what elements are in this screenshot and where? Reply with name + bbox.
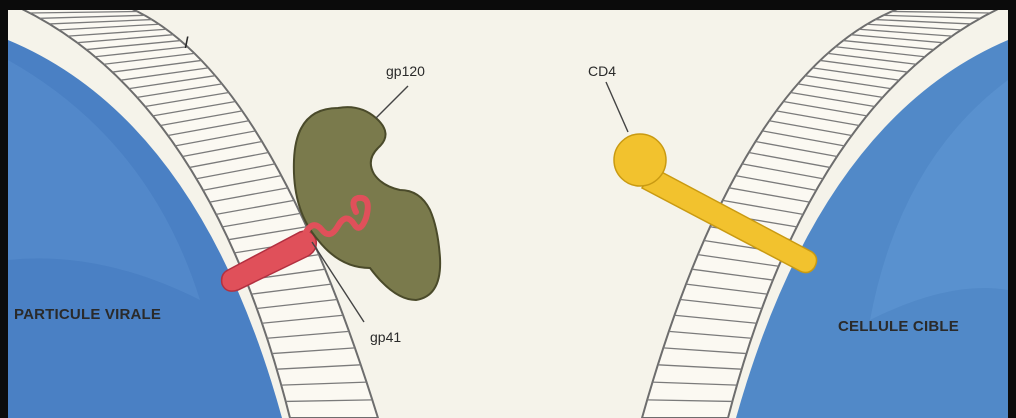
left-frame (0, 0, 8, 418)
target-cell-label: CELLULE CIBLE (838, 318, 959, 335)
viral-particle-label: PARTICULE VIRALE (14, 306, 161, 323)
cd4-label: CD4 (588, 63, 616, 79)
panel-marker: I (184, 33, 189, 52)
top-frame (0, 0, 1016, 10)
right-frame (1008, 0, 1016, 418)
gp120-label: gp120 (386, 63, 425, 79)
gp41-label: gp41 (370, 329, 401, 345)
